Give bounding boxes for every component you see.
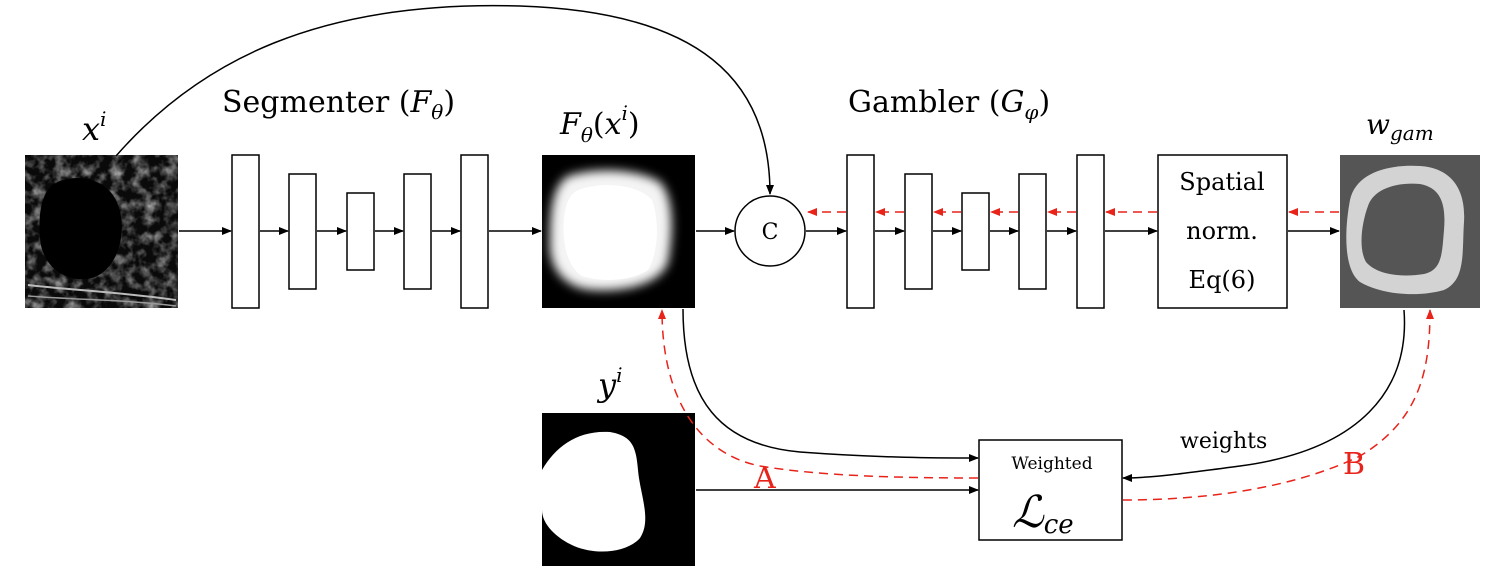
weighted-caption: Weighted (1011, 454, 1092, 474)
segmenter-layer-5 (460, 154, 489, 309)
segmenter-network (231, 154, 489, 309)
segmenter-title: Segmenter (Fθ) (222, 85, 455, 124)
segmenter-layer-4 (403, 173, 432, 290)
forward-arrows (115, 4, 1406, 494)
weighted-loss-box: Weighted ℒce (978, 439, 1123, 541)
gambler-layer-2 (904, 173, 933, 290)
gambler-network (846, 154, 1105, 309)
ground-truth-image (542, 413, 695, 566)
input-image (25, 155, 178, 308)
gambler-layer-3 (961, 192, 990, 271)
backward-arrows (658, 208, 1434, 501)
weight-map-label: wgam (1366, 108, 1434, 145)
path-b-label: B (1343, 447, 1365, 482)
gambler-layer-5 (1076, 154, 1105, 309)
grad-path-b (1122, 309, 1434, 501)
spatial-norm-line3: Eq(6) (1189, 266, 1256, 294)
segmenter-layer-2 (288, 173, 317, 290)
spatial-norm-line2: norm. (1186, 217, 1258, 245)
spatial-norm-line1: Spatial (1179, 168, 1264, 196)
weights-edge-label: weights (1180, 429, 1267, 454)
gambler-layer-1 (846, 154, 875, 309)
input-image-label: xi (82, 107, 106, 148)
segmenter-symbol: F (409, 85, 432, 120)
concat-node: C (734, 195, 806, 267)
segmenter-layer-1 (231, 154, 260, 309)
arrow-input-skip-to-concat (115, 4, 774, 195)
segmenter-layer-3 (346, 192, 375, 271)
svg-text:C: C (762, 220, 779, 245)
path-a-label: A (753, 461, 776, 496)
segmenter-output-label: Fθ(xi) (559, 101, 640, 147)
gambler-title: Gambler (Gφ) (848, 85, 1050, 124)
arrow-output-to-loss (682, 308, 979, 462)
arrow-weights-to-loss (1122, 309, 1406, 482)
gambler-layer-4 (1018, 173, 1047, 290)
loss-symbol: ℒce (1012, 487, 1074, 540)
grad-path-a (658, 309, 979, 479)
spatial-norm-box: Spatial norm. Eq(6) (1157, 154, 1288, 309)
segmenter-output-image (542, 155, 695, 308)
gambler-symbol: G (1000, 85, 1024, 120)
ground-truth-label: yi (596, 363, 622, 404)
weight-map-image (1340, 155, 1480, 308)
